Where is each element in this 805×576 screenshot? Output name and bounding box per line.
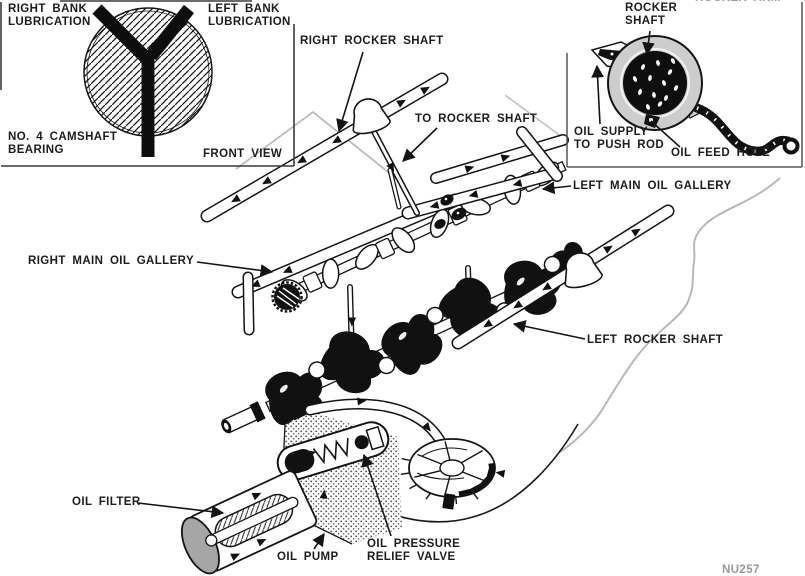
pump-outlet-tube — [304, 396, 447, 448]
cam-drive-gear — [271, 281, 303, 313]
to-rocker-shaft-tube — [368, 123, 420, 216]
figure-code: NU257 — [722, 564, 760, 576]
oil-filter — [180, 470, 318, 575]
label-oil-pressure-relief-valve: OIL PRESSURE RELIEF VALVE — [367, 538, 461, 563]
front-view-inset — [0, 0, 295, 167]
label-front-view: FRONT VIEW — [203, 148, 283, 160]
label-rocker-shaft: ROCKER SHAFT — [625, 2, 678, 27]
label-right-rocker-shaft: RIGHT ROCKER SHAFT — [300, 35, 444, 47]
oil-pressure-relief-valve — [276, 421, 390, 481]
left-rocker-shaft-tube — [451, 204, 675, 350]
label-oil-pump: OIL PUMP — [277, 551, 339, 563]
rocker-feed-gallery-tube — [430, 126, 569, 184]
left-main-oil-gallery-tube — [401, 167, 560, 220]
label-to-rocker-shaft: TO ROCKER SHAFT — [415, 113, 538, 125]
label-oil-supply-to-push-rod: OIL SUPPLY TO PUSH ROD — [574, 126, 665, 151]
label-right-bank-lubrication: RIGHT BANK LUBRICATION — [8, 3, 91, 28]
label-oil-filter: OIL FILTER — [72, 496, 141, 508]
oil-pickup-screen — [400, 438, 496, 510]
label-rocker-arm-clipped: ROCKER ARM — [695, 0, 781, 5]
label-left-main-oil-gallery: LEFT MAIN OIL GALLERY — [573, 180, 732, 192]
rocker-arm-inset — [566, 2, 803, 168]
label-left-rocker-shaft: LEFT ROCKER SHAFT — [587, 334, 724, 346]
label-left-bank-lubrication: LEFT BANK LUBRICATION — [208, 3, 291, 28]
label-right-main-oil-gallery: RIGHT MAIN OIL GALLERY — [28, 255, 195, 267]
right-rocker-shaft-tube — [200, 72, 449, 223]
label-oil-feed-hole: OIL FEED HOLE — [671, 147, 771, 159]
label-no4-camshaft-bearing: NO. 4 CAMSHAFT BEARING — [8, 131, 118, 156]
leader-lines — [137, 30, 681, 550]
rocker-arm-parts — [434, 194, 467, 229]
